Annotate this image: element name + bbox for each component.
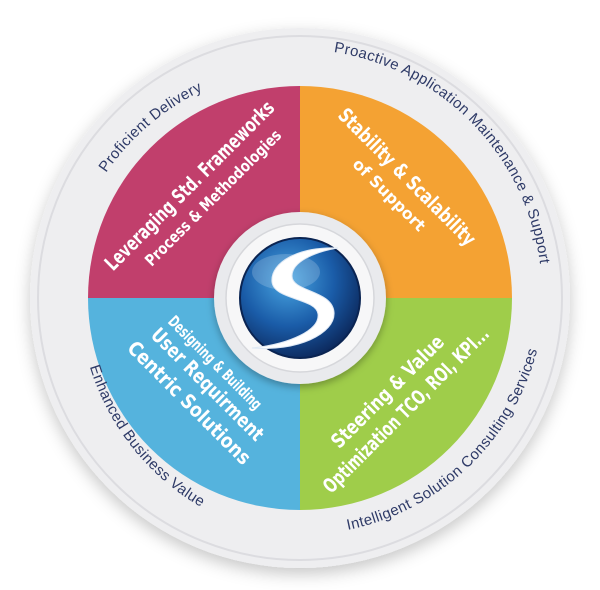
outer-ring-border [37,35,563,561]
s-logo-icon [239,237,361,359]
